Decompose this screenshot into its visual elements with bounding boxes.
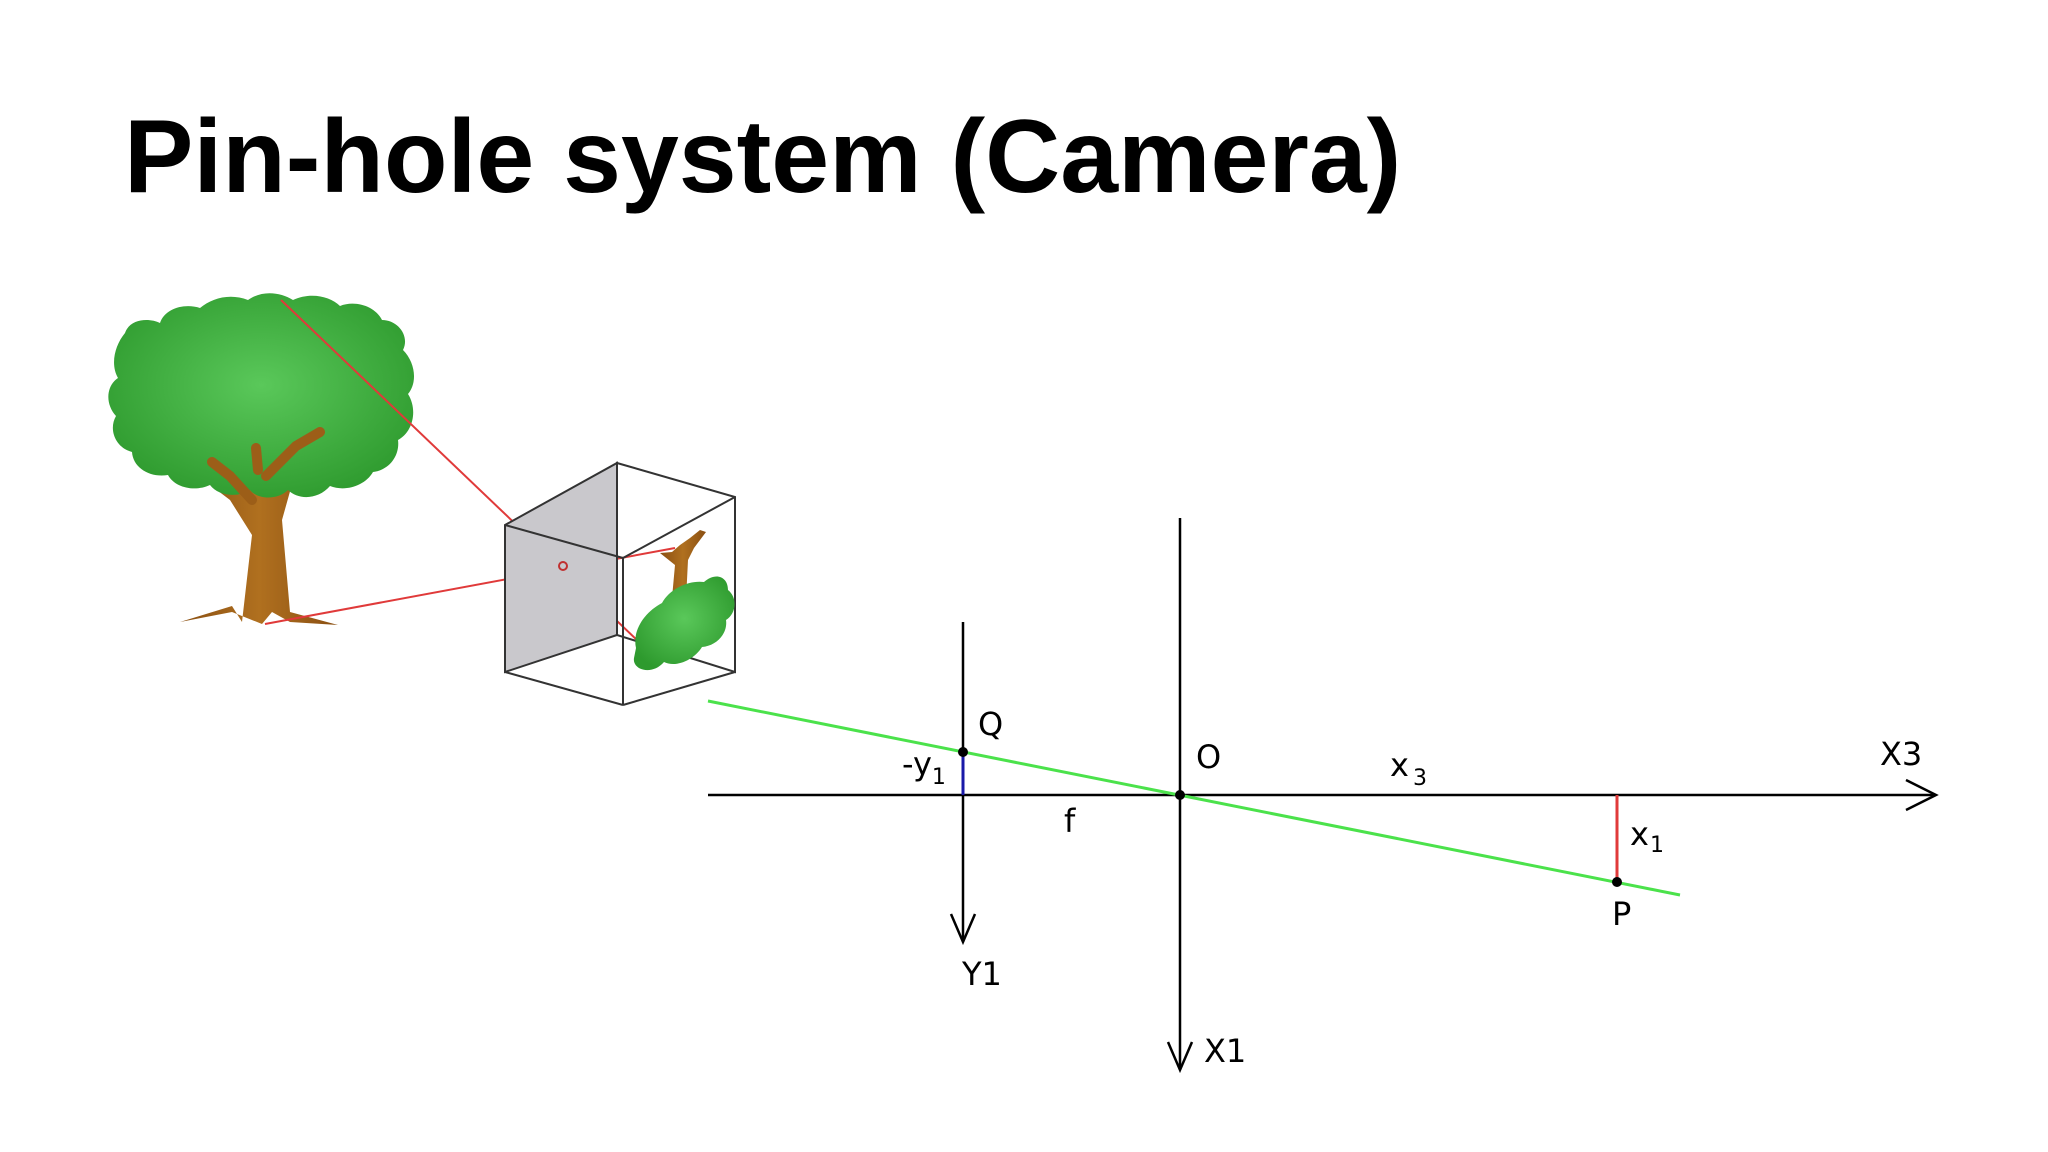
inverted-tree-trunk bbox=[660, 530, 706, 600]
label-q: Q bbox=[978, 705, 1003, 743]
camera-edge-bottom-right bbox=[622, 671, 736, 706]
pinhole-aperture bbox=[558, 561, 568, 571]
projection-line bbox=[707, 699, 1681, 897]
inverted-tree-image-icon bbox=[633, 530, 735, 671]
x3-axis-arrowhead bbox=[1905, 778, 1939, 812]
tree-branches bbox=[207, 427, 325, 505]
point-p bbox=[1612, 877, 1622, 887]
label-p: P bbox=[1612, 895, 1631, 933]
point-q bbox=[958, 747, 968, 757]
x1-axis-arrowhead bbox=[1166, 1041, 1194, 1074]
inverted-tree-foliage bbox=[633, 576, 735, 671]
label-x3-axis: X3 bbox=[1880, 735, 1922, 773]
label-x1-base: x bbox=[1630, 815, 1649, 853]
slide-title: Pin-hole system (Camera) bbox=[124, 99, 1402, 215]
tree-foliage bbox=[108, 293, 415, 498]
label-x1-sub: 1 bbox=[1650, 833, 1664, 858]
camera-edge-bottom-left bbox=[504, 671, 624, 706]
tree-icon bbox=[108, 293, 415, 625]
label-f: f bbox=[1064, 802, 1076, 840]
label-o: O bbox=[1196, 738, 1221, 776]
camera-front-face bbox=[504, 461, 618, 674]
point-o bbox=[1175, 790, 1185, 800]
label-x3-base: x bbox=[1390, 746, 1409, 784]
label-x1-lower: x1 bbox=[1630, 815, 1664, 858]
camera-edge-right bbox=[622, 496, 736, 559]
axes bbox=[708, 518, 1939, 1074]
label-y1-axis: Y1 bbox=[961, 955, 1002, 993]
y1-axis-arrowhead bbox=[949, 913, 977, 946]
label-x3-sub: 3 bbox=[1413, 766, 1427, 791]
label-x1-axis: X1 bbox=[1204, 1032, 1246, 1070]
pinhole-camera-box-icon bbox=[504, 461, 736, 706]
camera-edge-top bbox=[504, 524, 624, 559]
label-neg-y1: -y1 bbox=[902, 745, 946, 790]
label-neg-y1-sub: 1 bbox=[932, 765, 946, 790]
label-neg-y1-base: -y bbox=[902, 745, 932, 783]
